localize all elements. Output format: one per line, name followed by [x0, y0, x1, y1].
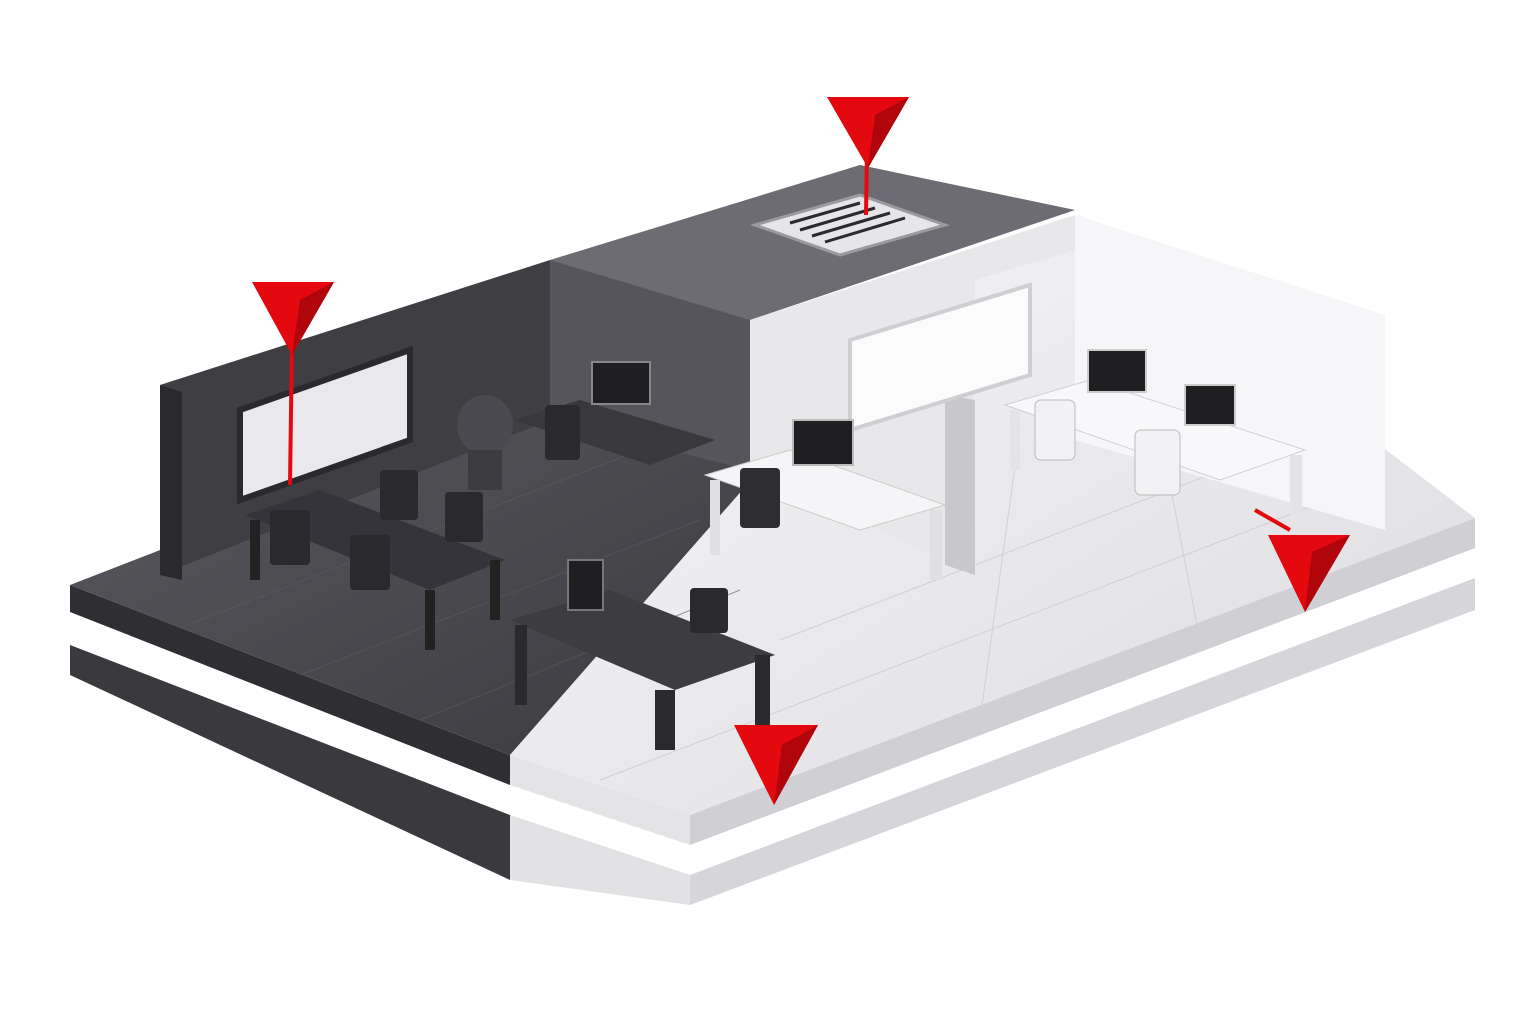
- window-left: [237, 345, 413, 505]
- markers: [252, 97, 1350, 805]
- plant: [457, 395, 513, 455]
- marker-right-corner[interactable]: [1254, 508, 1350, 612]
- furniture: [245, 349, 1307, 750]
- lower-slab: [70, 578, 1475, 905]
- window-right: [848, 282, 1032, 433]
- marker-front-corner[interactable]: [734, 725, 818, 805]
- meeting-chairs: [270, 470, 483, 590]
- upper-slab: [70, 518, 1475, 845]
- monitor: [591, 361, 651, 405]
- marker-ceiling-vent[interactable]: [827, 97, 909, 216]
- marker-left-window[interactable]: [252, 282, 334, 486]
- desk-front-dark: [510, 590, 775, 690]
